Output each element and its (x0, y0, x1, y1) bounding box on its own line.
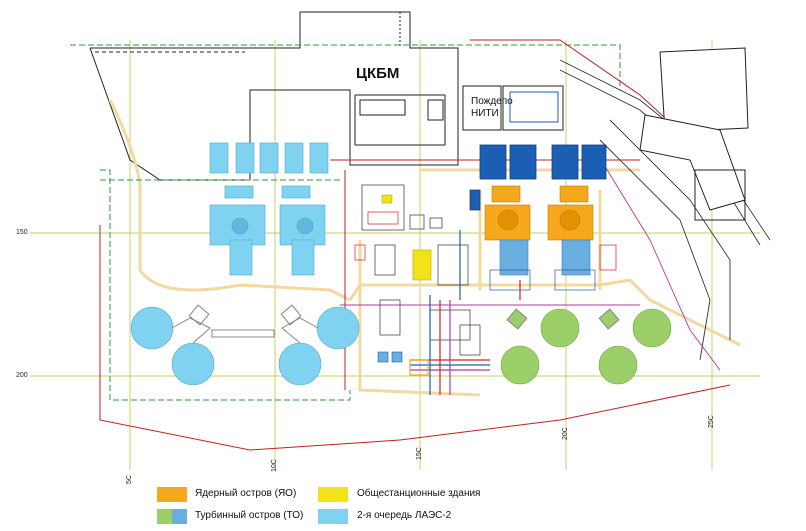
pozhdepo-label-line1: Пождепо (471, 96, 513, 107)
pozhdepo-label: Пождепо НИТИ (471, 96, 513, 120)
auxiliary-facilities (354, 184, 617, 356)
general-buildings (381, 194, 432, 281)
grid-label-20c: 20С (562, 427, 569, 440)
roads (108, 99, 741, 397)
grid-label-25c: 25С (708, 415, 715, 428)
nuclear-island (484, 185, 594, 241)
legend-swatch-general (318, 487, 348, 502)
legend-swatch-nuclear (157, 487, 187, 502)
turbine-island-blue (499, 239, 591, 276)
site-plan-map (30, 11, 771, 470)
pozhdepo-building (462, 85, 564, 131)
railway-magenta (340, 149, 721, 371)
legend-label-second-stage: 2-я очередь ЛАЭС-2 (357, 510, 452, 521)
legend-swatch-turbine-blue (172, 509, 187, 524)
cbkm-label: ЦКБМ (356, 65, 400, 82)
turbine-cooling-towers (500, 308, 672, 385)
cooling-tower-connectors (171, 304, 319, 344)
grid-label-200: 200 (16, 372, 28, 379)
small-blue-units (377, 351, 403, 363)
pozhdepo-label-line2: НИТИ (471, 108, 499, 119)
east-buildings (639, 47, 749, 221)
legend-label-general: Общестанционные здания (357, 488, 481, 499)
grid-label-15c: 15С (416, 447, 423, 460)
second-stage-units (130, 142, 360, 386)
legend-label-nuclear: Ядерный остров (ЯО) (195, 488, 297, 499)
grid-label-150: 150 (16, 229, 28, 236)
grid-label-10c: 10С (271, 459, 278, 472)
legend-label-turbine: Турбинный остров (ТО) (195, 510, 304, 521)
turbine-halls-dark (479, 144, 607, 180)
utility-corridor (409, 230, 521, 395)
red-perimeter (99, 39, 731, 451)
map-legend: Ядерный остров (ЯО) Общестанционные здан… (0, 478, 806, 531)
legend-swatch-turbine-green (157, 509, 172, 524)
green-boundary (70, 44, 621, 401)
legend-swatch-second-stage (318, 509, 348, 524)
turbine-tower-connectors (506, 308, 620, 330)
